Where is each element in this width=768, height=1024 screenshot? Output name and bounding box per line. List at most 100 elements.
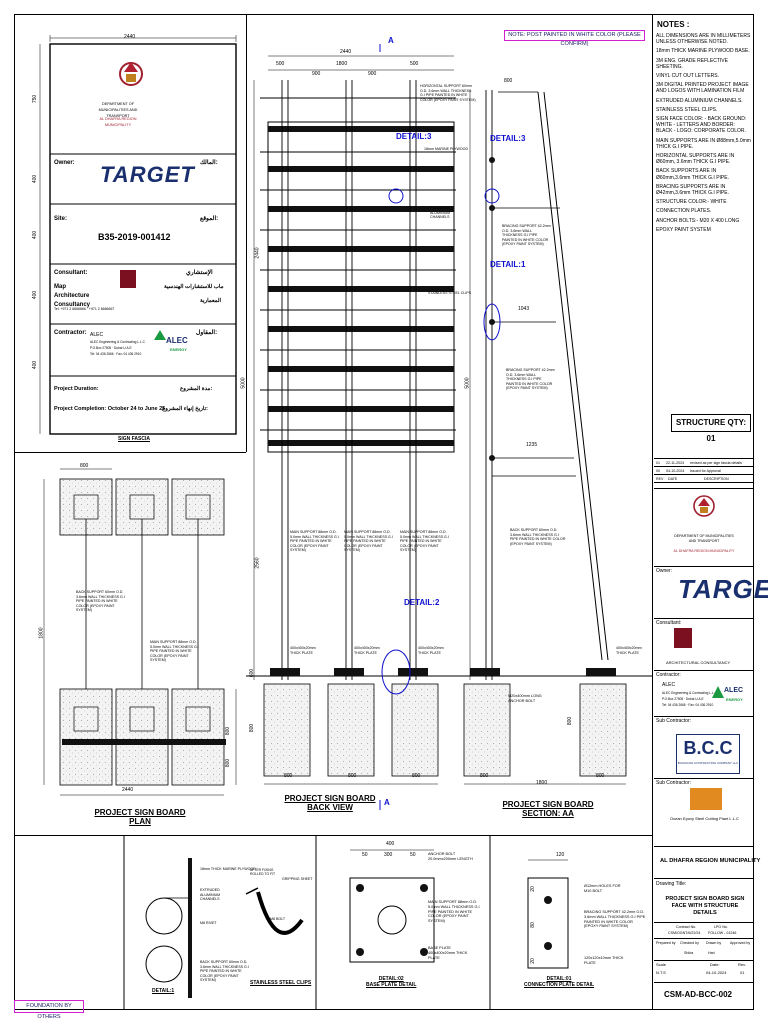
conn-w-dim: 120 bbox=[556, 852, 565, 858]
clip-sheet: GRIPPING SHEET bbox=[282, 877, 313, 881]
det1-back: BACK SUPPORT 60mm O.D. 3.6mm WALL THICKN… bbox=[200, 960, 249, 983]
back-view-title: PROJECT SIGN BOARD BACK VIEW bbox=[284, 794, 376, 812]
section-bracing-note-1: BRACING SUPPORT 42.2mm O.D. 3.6mm WALL T… bbox=[502, 224, 551, 247]
caption-detail1: DETAIL:1 bbox=[152, 988, 175, 994]
fascia-contractor-ar: المقاول: bbox=[196, 330, 218, 336]
tb-line-sub bbox=[654, 716, 754, 717]
fascia-contractor-addr: P.O.Box 27505 · Dubai U.A.E bbox=[90, 346, 132, 350]
note-9: MAIN SUPPORTS ARE IN Ø88mm,5.0mm THICK G… bbox=[656, 137, 751, 150]
tb-scale-label: Scale bbox=[656, 962, 667, 967]
plan-back-support-note: BACK SUPPORT 60mm O.D. 3.6mm WALL THICKN… bbox=[76, 590, 125, 613]
back-found-dim2: 800 bbox=[348, 773, 357, 779]
rev-line-3 bbox=[654, 482, 754, 483]
fascia-site-no: B35-2019-001412 bbox=[98, 232, 171, 242]
tb-date: 04-10-2024 bbox=[706, 970, 727, 975]
base-main-support: MAIN SUPPORT 88mm O.D. 5.0mm WALL THICKN… bbox=[428, 900, 480, 924]
tb-ocean-name: Ocean Epoxy Steel Cutting Plant L.L.C bbox=[670, 816, 739, 821]
base-plate-note: BASE PLATE 400x400x20mm THICK PLATE bbox=[428, 946, 468, 960]
tb-line-dwgno bbox=[654, 982, 754, 983]
fascia-contractor-label: Contractor: bbox=[54, 330, 87, 336]
tb-contractor-addr: P.O.Box 27505 · Dubai U.A.E bbox=[662, 697, 704, 701]
tb-client-org: DEPARTMENT OF MUNICIPALITIES AND TRANSPO… bbox=[674, 534, 734, 543]
tb-alec-energy: ENERGY bbox=[726, 697, 743, 702]
rev-line-2 bbox=[654, 474, 754, 475]
back-view-svg bbox=[246, 44, 456, 810]
tb-ocean-logo bbox=[690, 788, 722, 810]
plan-fd2-dim: 800 bbox=[225, 758, 232, 768]
tb-bcc-logo: B.C.C bbox=[683, 738, 733, 758]
tb-alec-mark bbox=[712, 686, 724, 698]
back-main-note-3: MAIN SUPPORT 88mm O.D. 5.0mm WALL THICKN… bbox=[400, 530, 449, 553]
rev-line-top bbox=[654, 458, 754, 459]
note-15: ANCHOR BOLTS:- M20 X 400 LONG bbox=[656, 217, 740, 224]
back-base-note-1: 400x400x20mm THICK PLATE bbox=[290, 646, 316, 655]
tb-alec-logo: ALEC bbox=[724, 687, 744, 694]
tb-date-label: Date: bbox=[710, 962, 720, 967]
plan-fd-dim: 800 bbox=[225, 726, 232, 736]
tb-rev-label: Rev. bbox=[738, 962, 746, 967]
note-2: 18mm THICK MARINE PLYWOOD BASE. bbox=[656, 48, 750, 55]
fascia-width-dim: 2440 bbox=[124, 34, 136, 40]
fascia-site-ar: الموقع: bbox=[200, 216, 219, 222]
conn-b-dim: 80 bbox=[529, 922, 536, 928]
fascia-target-logo: TARGET bbox=[100, 162, 195, 187]
rev-line-1 bbox=[654, 466, 754, 467]
section-marker-top: A bbox=[388, 36, 394, 45]
tb-drawing-title-label: Drawing Title: bbox=[656, 881, 687, 887]
tb-drawing-title: PROJECT SIGN BOARD SIGN FACE WITH STRUCT… bbox=[665, 896, 745, 916]
back-main-note-2: MAIN SUPPORT 88mm O.D. 5.0mm WALL THICKN… bbox=[344, 530, 393, 553]
back-found-dim3: 800 bbox=[412, 773, 421, 779]
conn-holes: Ø12mm HOLES FOR M10 BOLT bbox=[584, 884, 621, 893]
base-b-dim: 300 bbox=[384, 852, 393, 858]
plan-height-dim: 1800 bbox=[38, 627, 45, 639]
section-top-dim: 800 bbox=[504, 78, 513, 84]
back-stainless-note: STAINLESS STEEL CLIPS bbox=[428, 291, 472, 295]
left-divider bbox=[14, 452, 246, 453]
back-dim-900b: 900 bbox=[368, 71, 377, 77]
section-title: PROJECT SIGN BOARD SECTION: AA bbox=[502, 800, 594, 818]
note-7: STAINLESS STEEL CLIPS. bbox=[656, 106, 718, 113]
notes-title: NOTES : bbox=[657, 20, 690, 29]
tb-line-prep bbox=[654, 938, 754, 939]
note-11: BACK SUPPORTS ARE IN Ø60mm,3.6mm THICK G… bbox=[656, 168, 729, 181]
back-found-dim1: 800 bbox=[284, 773, 293, 779]
fascia-consultant-tel: Tel: +971 2 6666666 · +971 2 6666667 bbox=[54, 307, 115, 311]
note-13: STRUCTURE COLOR:- WHITE bbox=[656, 199, 727, 206]
fascia-duration-ar: مدة المشروع: bbox=[180, 386, 213, 392]
detail1-label: DETAIL:1 bbox=[490, 260, 526, 269]
section-h-dim: 5000 bbox=[464, 377, 471, 389]
note-14: CONNECTION PLATES. bbox=[656, 208, 712, 215]
caption-base: DETAIL:02 BASE PLATE DETAIL bbox=[366, 976, 417, 988]
back-dim-500b: 500 bbox=[410, 61, 419, 67]
fascia-h5-dim: 400 bbox=[32, 360, 39, 370]
tb-line-owner bbox=[654, 566, 754, 567]
caption-clips: STAINLESS STEEL CLIPS bbox=[250, 980, 312, 986]
back-dim-500a: 500 bbox=[276, 61, 285, 67]
note-8: SIGN FACE COLOR: - BACK GROUND: WHITE - … bbox=[656, 116, 747, 135]
section-f2-dim: 800 bbox=[596, 773, 605, 779]
tb-line-muni bbox=[654, 846, 754, 847]
fascia-consultant-name: Map Architecture Consultancy bbox=[54, 284, 91, 308]
details-svg bbox=[123, 836, 569, 1010]
tb-contractor-tel: Tel: 04 436 2666 · Fax: 04 436 2910 bbox=[662, 703, 714, 707]
fascia-duration-label: Project Duration: bbox=[54, 386, 99, 392]
tb-line-sub2 bbox=[654, 778, 754, 779]
clip-bolt: M8 BOLT bbox=[270, 917, 286, 921]
base-w-dim: 400 bbox=[386, 841, 395, 847]
structure-qty: STRUCTURE QTY: 01 bbox=[671, 414, 751, 443]
rev-2-desc: DESCRIPTION bbox=[704, 477, 729, 481]
det1-extruded: EXTRUDED ALUMINIUM CHANNELS bbox=[200, 888, 221, 902]
tb-sub-label: Sub Contractor: bbox=[656, 718, 692, 724]
tb-consultant-logo bbox=[674, 628, 692, 648]
rev-2-no: REV bbox=[656, 477, 664, 481]
sign-fascia-svg bbox=[39, 35, 237, 435]
title-block-divider bbox=[652, 14, 653, 1010]
caption-conn: DETAIL:01 CONNECTION PLATE DETAIL bbox=[524, 976, 595, 988]
tb-rev: 01 bbox=[740, 970, 745, 975]
det1-rivet: M8 RIVET bbox=[200, 921, 217, 925]
tb-approved-label: Approved by bbox=[730, 941, 751, 945]
back-base-note-2: 400x400x20mm THICK PLATE bbox=[354, 646, 380, 655]
plan-width-dim: 2440 bbox=[122, 787, 134, 793]
tb-sub2-label: Sub Contractor: bbox=[656, 780, 692, 786]
tb-line-scale bbox=[654, 960, 754, 961]
